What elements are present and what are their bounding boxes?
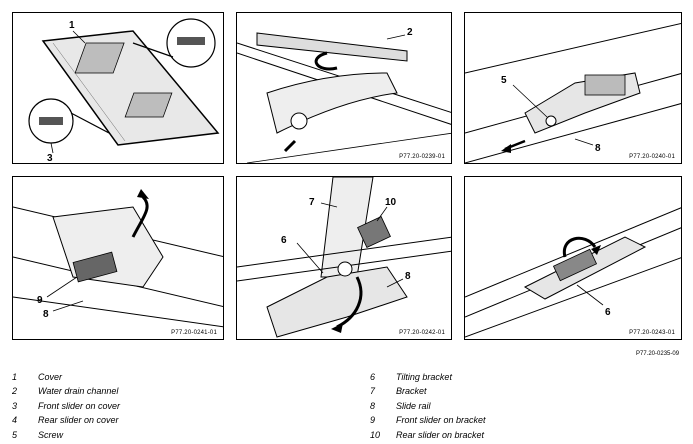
legend-number: 10 xyxy=(370,429,381,440)
legend-number: 4 xyxy=(12,415,18,426)
illustration-bracket: 7 10 6 8 xyxy=(237,177,451,338)
callout-label: 6 xyxy=(605,307,611,318)
legend-text: Front slider on bracket xyxy=(396,415,486,426)
legend-text: Water drain channel xyxy=(38,386,119,397)
panel-front-slider-bracket: 9 8 P77.20-0241-01 xyxy=(12,176,224,340)
callout-label: 5 xyxy=(501,75,507,86)
legend-number: 3 xyxy=(12,400,18,411)
callout-label: 8 xyxy=(405,271,411,282)
legend-number: 5 xyxy=(12,429,18,440)
figure-code: P77.20-0235-09 xyxy=(636,351,680,357)
legend-text: Screw xyxy=(38,429,64,440)
legend-number: 8 xyxy=(370,400,376,411)
panel-water-drain-channel: 2 P77.20-0239-01 xyxy=(236,12,452,164)
legend-number: 9 xyxy=(370,415,376,426)
callout-label: 9 xyxy=(37,295,43,306)
illustration-tilting-bracket-rail: 6 xyxy=(465,207,681,338)
panel-bracket-tilting: 7 10 6 8 P77.20-0242-01 xyxy=(236,176,452,340)
illustration-screw: 5 8 xyxy=(465,22,681,163)
legend-text: Rear slider on bracket xyxy=(396,429,485,440)
legend-text: Front slider on cover xyxy=(38,400,121,411)
callout-label: 6 xyxy=(281,235,287,246)
panel-code: P77.20-0243-01 xyxy=(629,330,675,336)
illustration-cover: 1 3 xyxy=(28,18,220,164)
legend-number: 1 xyxy=(12,372,18,382)
legend-number: 7 xyxy=(370,386,376,397)
callout-label: 8 xyxy=(595,143,601,154)
panel-code: P77.20-0239-01 xyxy=(399,154,445,160)
legend-text: Cover xyxy=(38,372,63,382)
callout-label: 8 xyxy=(43,309,49,320)
legend-text: Rear slider on cover xyxy=(38,415,119,426)
panel-code: P77.20-0240-01 xyxy=(629,154,675,160)
callout-label: 10 xyxy=(385,197,397,208)
legend-text: Tilting bracket xyxy=(396,372,452,382)
legend-text: Slide rail xyxy=(396,400,431,411)
callout-label: 2 xyxy=(407,27,413,38)
callout-label: 1 xyxy=(69,20,75,31)
panel-screw: 5 8 P77.20-0240-01 xyxy=(464,12,682,164)
legend-number: 2 xyxy=(12,386,18,397)
callout-label: 3 xyxy=(47,153,53,164)
illustration-front-slider-bracket: 9 8 xyxy=(13,189,223,328)
panel-tilting-bracket-rail: 6 P77.20-0243-01 xyxy=(464,176,682,340)
panel-code: P77.20-0242-01 xyxy=(399,330,445,336)
legend-text: Bracket xyxy=(396,386,427,397)
legend-number: 6 xyxy=(370,372,376,382)
illustration-drain-channel: 2 xyxy=(237,27,451,163)
panel-cover-overview: 1 3 xyxy=(12,12,224,164)
panel-code: P77.20-0241-01 xyxy=(171,330,217,336)
callout-label: 7 xyxy=(309,197,315,208)
